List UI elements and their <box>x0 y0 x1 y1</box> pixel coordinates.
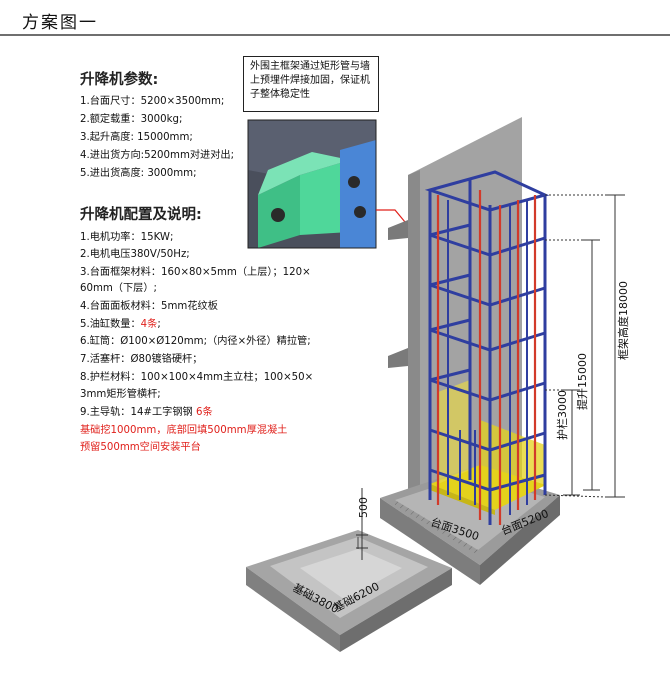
config-line-cylinders: 5.油缸数量：4条; <box>80 315 161 330</box>
config-line-rails: 9.主导轨：14#工字钢钢 6条 <box>80 403 213 418</box>
param-line: 5.进出货高度: 3000mm; <box>80 168 197 179</box>
cylinder-suffix: ; <box>157 319 161 330</box>
foundation-slab <box>246 530 452 652</box>
lift-height-label: 提升15000 <box>576 353 589 410</box>
title-rule <box>0 34 670 36</box>
config-line: 3.台面框架材料：160×80×5mm（上层）；120× <box>80 267 311 278</box>
callout-note: 外围主框架通过矩形管与墙上预埋件焊接加固，保证机子整体稳定性 <box>243 56 379 112</box>
param-line: 4.进出货方向:5200mm对进对出; <box>80 150 235 161</box>
rail-count: 6条 <box>195 407 213 418</box>
pit-depth-dimension <box>356 488 368 560</box>
params-heading: 升降机参数: <box>80 72 159 88</box>
config-line: 4.台面面板材料：5mm花纹板 <box>80 301 218 312</box>
note-line: 基础挖1000mm，底部回填500mm厚混凝土 <box>80 425 288 436</box>
bolt-icon <box>271 208 285 222</box>
config-line: 60mm（下层）; <box>80 283 157 294</box>
guide-rails <box>436 190 537 525</box>
frame-height-label: 框架高度18000 <box>616 281 630 360</box>
config-line: 7.活塞杆：Ø80镀铬硬杆； <box>80 354 203 365</box>
config-line: 2.电机电压380V/50Hz; <box>80 249 190 260</box>
config-heading: 升降机配置及说明: <box>80 207 202 223</box>
weld-detail-image <box>247 119 377 249</box>
cylinder-count: 4条 <box>140 319 158 330</box>
config-line: 1.电机功率：15KW; <box>80 232 174 243</box>
config-line: 3mm矩形管横杆; <box>80 389 161 400</box>
param-line: 1.台面尺寸：5200×3500mm; <box>80 96 225 107</box>
bolt-icon <box>354 206 366 218</box>
guardrail-label: 护栏3000 <box>555 390 569 440</box>
cylinder-prefix: 5.油缸数量： <box>80 319 141 330</box>
page-title: 方案图一 <box>22 13 98 33</box>
note-line: 预留500mm空间安装平台 <box>80 442 201 453</box>
pit-depth-label: 500 <box>357 497 370 518</box>
embed-plate <box>340 140 376 248</box>
config-line: 6.缸筒：Ø100×Ø120mm;（内径×外径）精拉管; <box>80 336 311 347</box>
dimension-lines <box>544 194 625 498</box>
config-line: 8.护栏材料：100×100×4mm主立柱；100×50× <box>80 372 314 383</box>
bolt-icon <box>348 176 360 188</box>
param-line: 3.起升高度: 15000mm; <box>80 132 193 143</box>
param-line: 2.额定载重：3000kg; <box>80 114 183 125</box>
rail-prefix: 9.主导轨：14#工字钢钢 <box>80 407 193 418</box>
